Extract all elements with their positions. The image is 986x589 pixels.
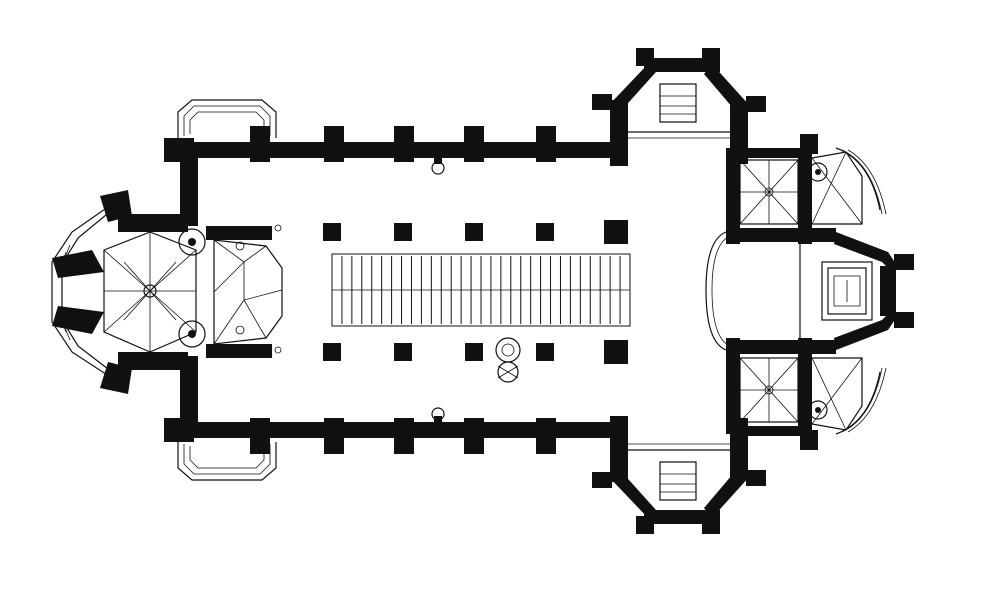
nave-pier xyxy=(394,343,412,361)
nave-pier xyxy=(536,343,554,361)
pews xyxy=(331,253,631,327)
west-apse xyxy=(51,190,283,394)
west-annexes xyxy=(177,99,277,481)
nave-pier xyxy=(323,343,341,361)
nave-piers xyxy=(323,220,628,364)
pew-slats xyxy=(341,256,621,324)
nave-walls xyxy=(164,126,626,454)
east-north-tower xyxy=(592,48,766,166)
nave-pier xyxy=(604,340,628,364)
nave-pier xyxy=(604,220,628,244)
nave-pier xyxy=(394,223,412,241)
east-apse xyxy=(705,134,914,450)
nave-pier xyxy=(323,223,341,241)
nave-pier xyxy=(465,223,483,241)
nave-pier xyxy=(465,343,483,361)
nave-pier xyxy=(536,223,554,241)
pulpit xyxy=(495,337,521,383)
